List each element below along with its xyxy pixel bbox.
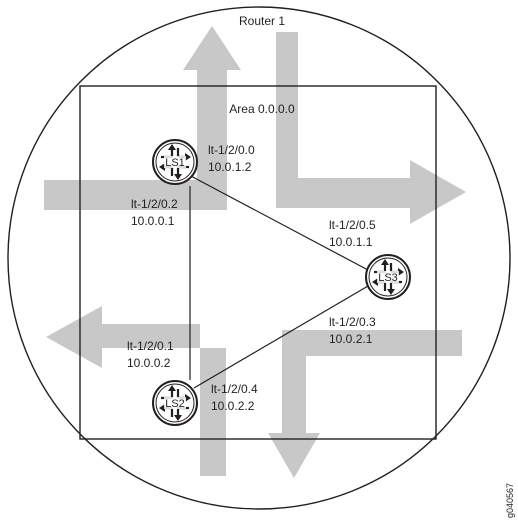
links <box>188 174 369 389</box>
interface-name: lt-1/2/0.5 <box>329 218 376 232</box>
interface-ip: 10.0.2.2 <box>211 399 255 413</box>
link-ls1-ls3 <box>188 174 369 271</box>
area-label: Area 0.0.0.0 <box>229 102 295 116</box>
interface-ip: 10.0.0.2 <box>127 356 171 370</box>
arrow-right-icon <box>276 32 466 224</box>
interface-name: lt-1/2/0.1 <box>127 339 174 353</box>
router-title: Router 1 <box>239 14 285 28</box>
logical-system-ls2[interactable]: LS2 <box>151 379 199 427</box>
ls1-label: LS1 <box>165 157 185 169</box>
interface-name: lt-1/2/0.4 <box>211 382 258 396</box>
link-ls2-ls3 <box>193 285 369 389</box>
arrow-down-icon <box>268 330 462 478</box>
interface-ip: 10.0.0.1 <box>131 214 175 228</box>
ls2-label: LS2 <box>165 398 185 410</box>
interface-name: lt-1/2/0.2 <box>131 197 178 211</box>
interface-name: lt-1/2/0.3 <box>329 315 376 329</box>
arrow-left-icon <box>46 306 226 476</box>
interface-name: lt-1/2/0.0 <box>208 143 255 157</box>
logical-system-ls1[interactable]: LS1 <box>151 138 199 186</box>
ospf-area-box <box>79 85 437 440</box>
ls3-label: LS3 <box>378 272 398 284</box>
logical-system-ls3[interactable]: LS3 <box>364 253 412 301</box>
interface-labels: lt-1/2/0.0 10.0.1.2 lt-1/2/0.2 10.0.0.1 … <box>127 143 376 413</box>
figure-id: g040567 <box>505 483 515 518</box>
interface-ip: 10.0.1.1 <box>329 235 373 249</box>
interface-ip: 10.0.1.2 <box>208 160 252 174</box>
interface-ip: 10.0.2.1 <box>329 332 373 346</box>
router-boundary-circle <box>7 6 511 510</box>
